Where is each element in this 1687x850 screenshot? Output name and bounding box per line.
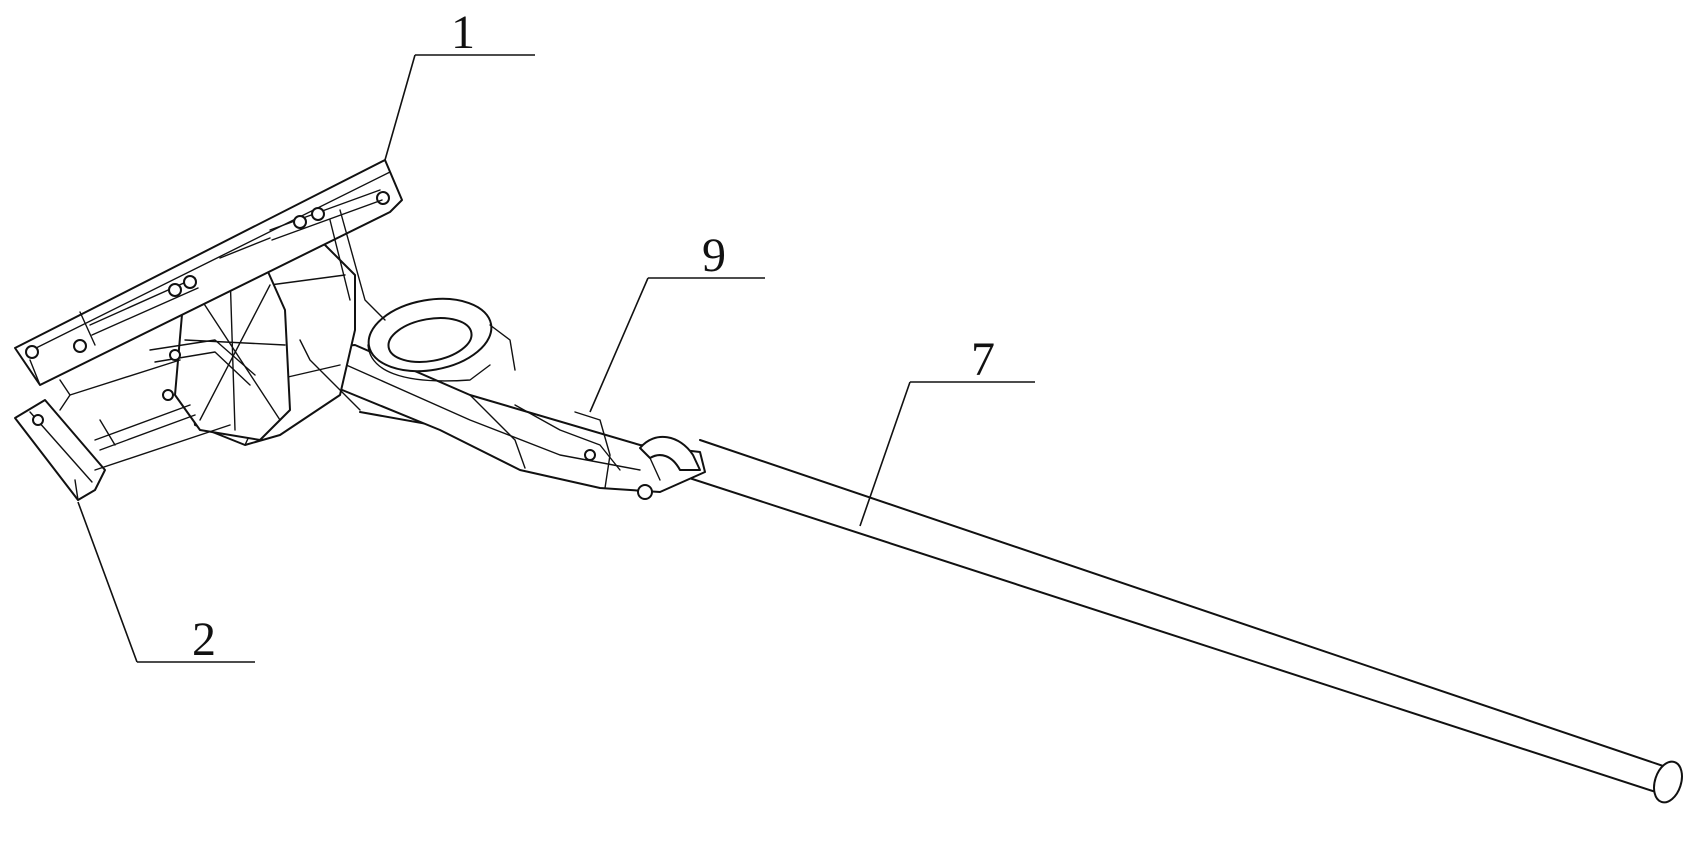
label-part-1: 1 (451, 6, 475, 59)
label-part-7: 7 (971, 333, 995, 386)
leader-7 (859, 381, 1035, 527)
leader-1 (384, 54, 535, 161)
leader-2 (77, 501, 255, 663)
arm (299, 297, 706, 500)
rod (359, 411, 1683, 804)
lower-bracket (14, 339, 256, 501)
label-part-2: 2 (192, 613, 216, 666)
leader-9 (589, 277, 765, 413)
upper-plate (14, 159, 403, 386)
label-part-9: 9 (702, 229, 726, 282)
leader-lines (77, 54, 1035, 663)
